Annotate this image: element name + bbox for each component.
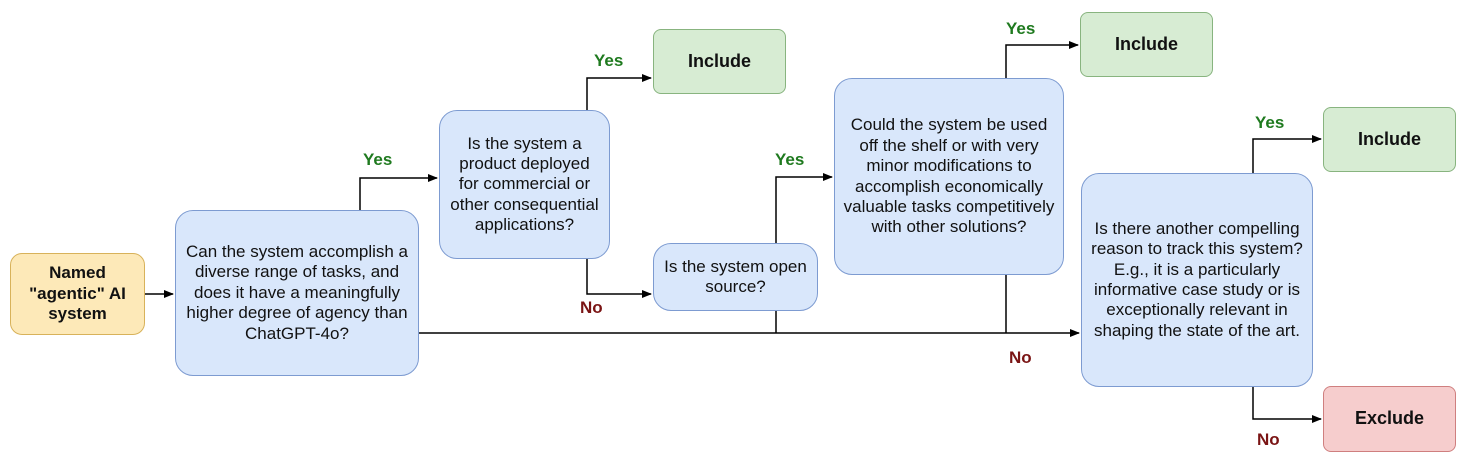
- include-node-3: Include: [1323, 107, 1456, 172]
- edge-offshelf-yes-to-include: [1005, 41, 1079, 78]
- label-main-no: No: [1009, 348, 1032, 367]
- label-compelling-no: No: [1257, 430, 1280, 449]
- include-node-2: Include: [1080, 12, 1213, 77]
- question-commercial-product: Is the system a product deployed for com…: [439, 110, 610, 259]
- label-compelling-yes: Yes: [1255, 113, 1285, 132]
- edge-product-no-to-opensource: [586, 259, 652, 298]
- edge-diverse-yes-to-product: [359, 174, 438, 210]
- question-off-the-shelf: Could the system be used off the shelf o…: [834, 78, 1064, 275]
- question-compelling-reason: Is there another compelling reason to tr…: [1081, 173, 1313, 387]
- include-node-1: Include: [653, 29, 786, 94]
- start-node: Named "agentic" AI system: [10, 253, 145, 335]
- question-open-source: Is the system open source?: [653, 243, 818, 311]
- label-product-no: No: [580, 298, 603, 317]
- question-diverse-agency: Can the system accomplish a diverse rang…: [175, 210, 419, 376]
- label-offshelf-yes: Yes: [1006, 19, 1036, 38]
- edge-product-yes-to-include: [586, 74, 652, 110]
- edge-opensource-yes-to-offshelf: [775, 173, 833, 243]
- label-diverse-yes: Yes: [363, 150, 393, 169]
- edge-compelling-yes-to-include: [1252, 135, 1322, 173]
- edge-compelling-no-to-exclude: [1252, 387, 1322, 423]
- exclude-node: Exclude: [1323, 386, 1456, 452]
- label-opensource-yes: Yes: [775, 150, 805, 169]
- label-product-yes: Yes: [594, 51, 624, 70]
